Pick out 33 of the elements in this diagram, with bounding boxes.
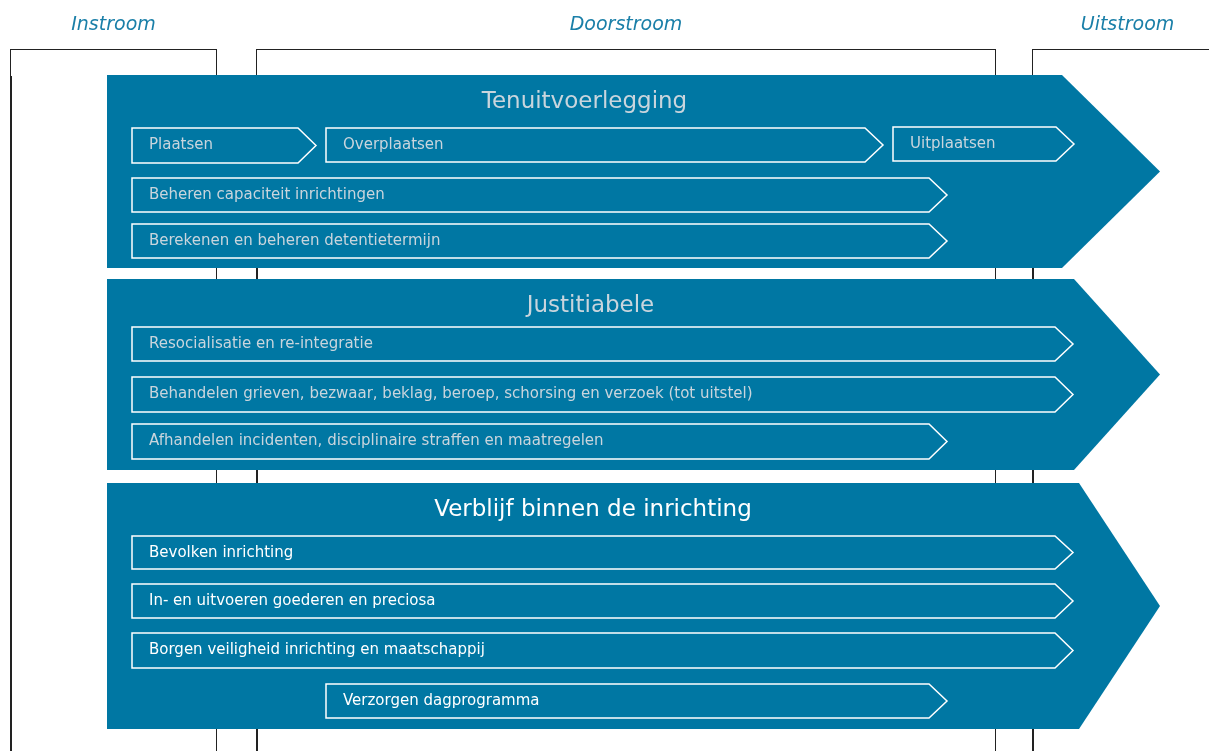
process-block xyxy=(107,483,1160,729)
column-heading: Doorstroom xyxy=(568,12,684,34)
step-label: In- en uitvoeren goederen en preciosa xyxy=(149,591,436,609)
step-block xyxy=(132,633,1073,668)
step-label: Uitplaatsen xyxy=(910,134,996,152)
step-label: Berekenen en beheren detentietermijn xyxy=(149,231,441,249)
step-block xyxy=(132,424,947,459)
chevron-title: Tenuitvoerlegging xyxy=(480,87,689,113)
step-label: Bevolken inrichting xyxy=(149,543,294,561)
step-label: Plaatsen xyxy=(149,135,214,153)
process-block xyxy=(107,279,1160,470)
step-block xyxy=(326,684,947,718)
step-label: Resocialisatie en re-integratie xyxy=(149,334,373,352)
process-block xyxy=(107,75,1160,268)
step-block xyxy=(132,327,1073,361)
step-label: Overplaatsen xyxy=(343,135,444,153)
chevron-title: Verblijf binnen de inrichting xyxy=(433,495,753,521)
column-heading: Uitstroom xyxy=(1079,12,1176,34)
step-block xyxy=(893,127,1074,161)
step-label: Beheren capaciteit inrichtingen xyxy=(149,185,385,203)
step-block xyxy=(132,224,947,258)
chevron-title: Justitiabele xyxy=(524,291,656,317)
step-block xyxy=(132,536,1073,569)
step-block xyxy=(132,584,1073,618)
step-block xyxy=(132,178,947,212)
step-label: Verzorgen dagprogramma xyxy=(343,691,540,709)
step-label: Borgen veiligheid inrichting en maatschappij xyxy=(149,640,485,658)
step-block xyxy=(132,128,316,163)
step-block xyxy=(326,128,883,162)
column-heading: Instroom xyxy=(70,12,157,34)
step-label: Behandelen grieven, bezwaar, beklag, beroep, schorsing en verzoek (tot uitstel) xyxy=(149,384,753,402)
step-label: Afhandelen incidenten, disciplinaire straffen en maatregelen xyxy=(149,431,604,449)
step-block xyxy=(132,377,1073,412)
